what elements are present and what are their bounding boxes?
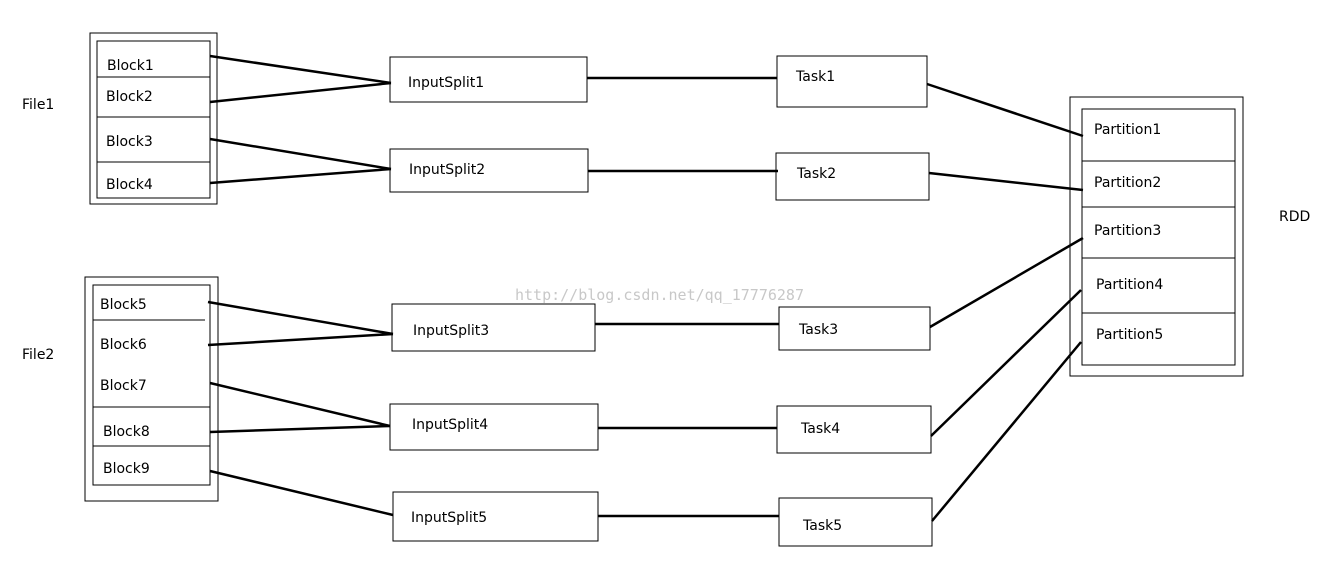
split-task-edges — [587, 76, 779, 518]
block4-label: Block4 — [106, 177, 153, 193]
block7-label: Block7 — [100, 378, 147, 394]
task5-node: Task5 — [778, 497, 933, 547]
edge-task2-partition2 — [928, 171, 1084, 192]
edge-task4-partition4 — [930, 289, 1082, 437]
block2-label: Block2 — [106, 89, 153, 105]
task3-node: Task3 — [778, 306, 931, 351]
partition3-label: Partition3 — [1094, 223, 1161, 239]
file2-label: File2 — [22, 347, 54, 363]
inputsplit3-node: InputSplit3 — [391, 303, 596, 352]
block-split-edges — [207, 54, 394, 517]
file1-group: Block1 Block2 Block3 Block4 — [89, 32, 218, 205]
rdd-group: Partition1 Partition2 Partition3 Partiti… — [1069, 96, 1244, 377]
block6-label: Block6 — [100, 337, 147, 353]
partition5-label: Partition5 — [1096, 327, 1163, 343]
task4-node: Task4 — [776, 405, 932, 454]
block1-label: Block1 — [107, 58, 154, 74]
task1-node: Task1 — [776, 55, 928, 108]
watermark: http://blog.csdn.net/qq_17776287 — [515, 286, 804, 304]
edge-block3-split2 — [209, 137, 392, 171]
block8-label: Block8 — [103, 424, 150, 440]
edge-block1-split1 — [209, 54, 392, 85]
task4-label: Task4 — [800, 421, 840, 437]
edge-block2-split1 — [209, 81, 392, 104]
inputsplit1-node: InputSplit1 — [389, 56, 588, 103]
partition4-label: Partition4 — [1096, 277, 1163, 293]
partition2-label: Partition2 — [1094, 175, 1161, 191]
block3-label: Block3 — [106, 134, 153, 150]
edge-block8-split4 — [209, 424, 391, 434]
inputsplit1-label: InputSplit1 — [408, 75, 484, 91]
inputsplit2-label: InputSplit2 — [409, 162, 485, 178]
inputsplit4-node: InputSplit4 — [389, 403, 599, 451]
inputsplit5-node: InputSplit5 — [392, 491, 599, 542]
inputsplit3-label: InputSplit3 — [413, 323, 489, 339]
inputsplit2-node: InputSplit2 — [389, 148, 589, 193]
edge-block4-split2 — [209, 167, 392, 185]
task-partition-edges — [926, 82, 1084, 522]
task5-label: Task5 — [802, 518, 842, 534]
task1-label: Task1 — [795, 69, 835, 85]
file1-label: File1 — [22, 97, 54, 113]
edge-task1-partition1 — [926, 82, 1084, 138]
partition1-label: Partition1 — [1094, 122, 1161, 138]
edge-block6-split3 — [207, 332, 394, 347]
task3-label: Task3 — [798, 322, 838, 338]
edge-block7-split4 — [209, 381, 391, 428]
inputsplit5-label: InputSplit5 — [411, 510, 487, 526]
edge-block5-split3 — [207, 300, 394, 336]
task2-label: Task2 — [796, 166, 836, 182]
edge-task3-partition3 — [929, 236, 1084, 329]
block5-label: Block5 — [100, 297, 147, 313]
block9-label: Block9 — [103, 461, 150, 477]
task2-node: Task2 — [775, 152, 930, 201]
rdd-label: RDD — [1279, 209, 1310, 225]
inputsplit4-label: InputSplit4 — [412, 417, 488, 433]
edge-block9-split5 — [209, 469, 394, 517]
file2-group: Block5 Block6 Block7 Block8 Block9 — [84, 276, 219, 502]
edge-task5-partition5 — [931, 341, 1082, 522]
